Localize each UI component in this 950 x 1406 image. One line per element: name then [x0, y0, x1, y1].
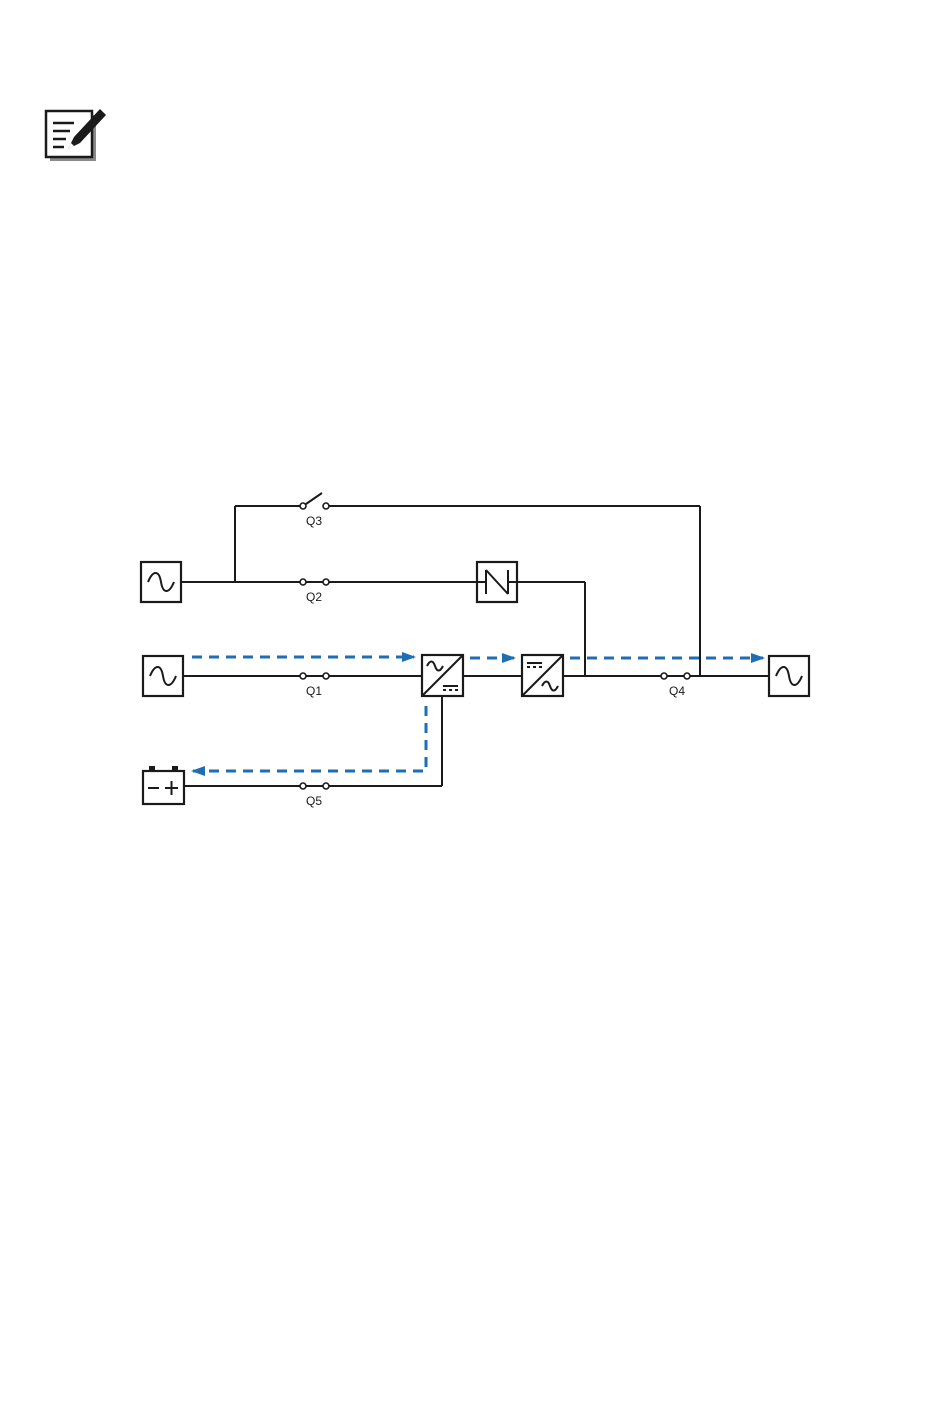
- battery-icon: [143, 766, 184, 804]
- power-flow-rectifier-to-battery: [193, 706, 426, 771]
- label-q3: Q3: [306, 514, 322, 528]
- breaker-q2: [300, 579, 329, 585]
- inverter-dc-ac-icon: [522, 655, 563, 696]
- main-ac-source-icon: [143, 656, 183, 696]
- breaker-q3: [300, 493, 329, 509]
- label-q4: Q4: [669, 684, 685, 698]
- label-q1: Q1: [306, 684, 322, 698]
- bypass-ac-source-icon: [141, 562, 181, 602]
- output-ac-load-icon: [769, 656, 809, 696]
- breaker-q1: [300, 673, 329, 679]
- breaker-q4: [661, 673, 690, 679]
- breaker-q5: [300, 783, 329, 789]
- label-q5: Q5: [306, 794, 322, 808]
- static-switch-icon: [477, 562, 517, 602]
- rectifier-ac-dc-icon: [422, 655, 463, 696]
- label-q2: Q2: [306, 590, 322, 604]
